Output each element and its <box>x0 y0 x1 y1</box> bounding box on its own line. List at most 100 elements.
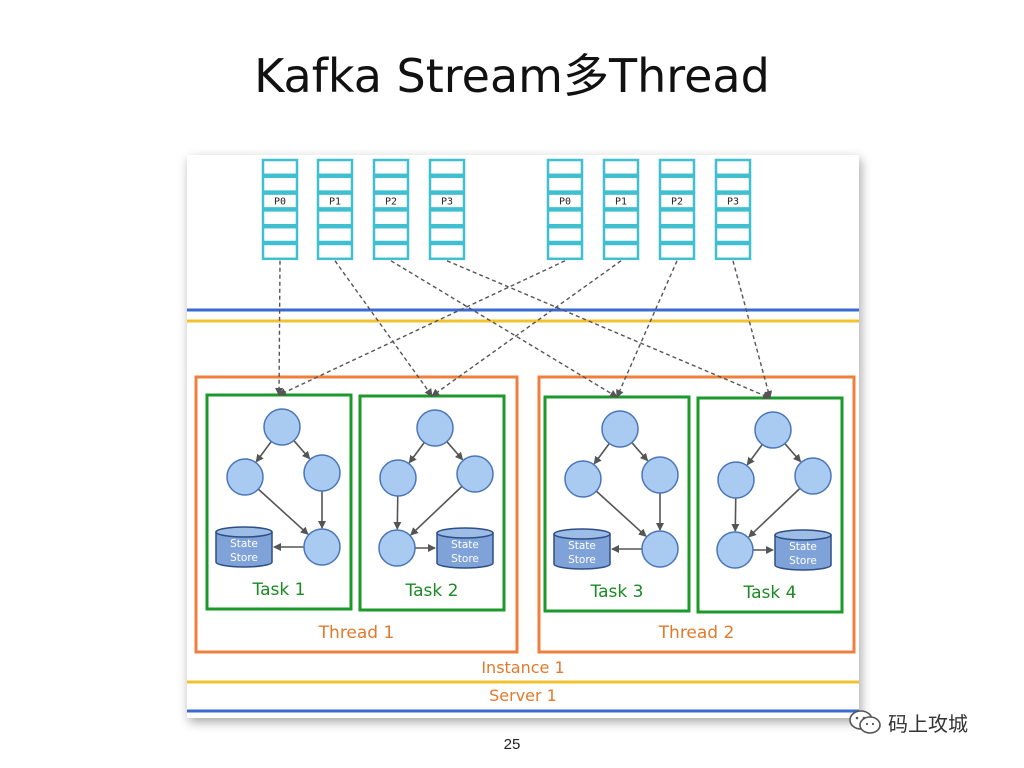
state-store-top <box>774 529 832 541</box>
partition-label: P2 <box>671 197 683 208</box>
partition-label: P0 <box>559 197 571 208</box>
partition-4: P0 <box>546 158 584 261</box>
partition-label: P1 <box>329 197 341 208</box>
partition-cell <box>316 192 354 210</box>
partition-6: P2 <box>658 158 696 261</box>
boundary-lines <box>187 308 859 713</box>
topology-edge <box>746 443 763 466</box>
threads: Thread 1 Thread 2 <box>194 375 856 654</box>
watermark: 码上攻城 <box>848 706 968 738</box>
page-number: 25 <box>503 736 521 753</box>
partition-cell <box>602 158 640 177</box>
state-store-label: Store <box>230 552 258 564</box>
processor-node <box>754 411 792 449</box>
state-store-top <box>553 528 611 540</box>
partition-label: P1 <box>615 197 627 208</box>
instance-label: Instance 1 <box>481 658 564 677</box>
topology-edge <box>255 440 272 463</box>
topology-edge <box>257 488 309 535</box>
topology-edge <box>446 441 464 461</box>
partition-cell <box>261 158 299 177</box>
state-store-body <box>774 534 832 571</box>
partition-cell <box>714 175 752 193</box>
partition-cell <box>546 175 584 193</box>
state-store-label: Store <box>451 553 479 565</box>
partition-7: P3 <box>714 158 752 261</box>
state-store-label: Store <box>789 555 817 567</box>
partition-cell <box>372 225 410 244</box>
partition-cell <box>714 158 752 177</box>
assignment-arrow <box>278 260 566 396</box>
processor-node <box>716 531 754 569</box>
partition-cell <box>372 175 410 193</box>
partition-cell <box>428 209 466 227</box>
partition-cell <box>658 225 696 244</box>
partition-cell <box>372 209 410 227</box>
thread-label: Thread 2 <box>658 623 735 643</box>
partition-cell <box>316 175 354 193</box>
partition-cell <box>428 158 466 177</box>
partition-0: P0 <box>261 158 299 261</box>
partition-cell <box>261 242 299 261</box>
partition-cell <box>428 175 466 193</box>
topology-edge <box>748 487 801 538</box>
partition-3: P3 <box>428 158 466 261</box>
task-label: Task 4 <box>743 583 797 603</box>
partition-label: P3 <box>441 197 453 208</box>
assignment-arrow <box>275 260 284 396</box>
partition-label: P0 <box>274 197 286 208</box>
partition-cell <box>714 209 752 227</box>
partition-cell <box>372 158 410 177</box>
partition-cell <box>658 242 696 261</box>
processor-node <box>794 457 832 495</box>
partition-cell <box>316 242 354 261</box>
partition-cell <box>602 192 640 210</box>
processor-node <box>303 528 341 566</box>
processor-node <box>717 461 755 499</box>
wechat-icon <box>849 710 881 734</box>
task-label: Task 3 <box>590 582 644 602</box>
topology-edge <box>595 490 647 537</box>
partition-label: P2 <box>385 197 397 208</box>
watermark-text: 码上攻城 <box>888 711 968 736</box>
partition-cell <box>602 175 640 193</box>
partition-cell <box>546 192 584 210</box>
processor-node <box>564 460 602 498</box>
processor-node <box>378 529 416 567</box>
thread-label: Thread 1 <box>318 623 395 643</box>
processor-node <box>263 408 301 446</box>
partition-5: P1 <box>602 158 640 261</box>
assignment-arrow <box>446 260 771 399</box>
state-store-body <box>215 531 273 568</box>
state-store-label: State <box>568 540 596 552</box>
assignment-arrow <box>616 260 678 398</box>
partition-cell <box>261 175 299 193</box>
partition-cell <box>372 242 410 261</box>
partition-cell <box>261 192 299 210</box>
partition-assignment-arrows <box>275 260 773 399</box>
slide-title: Kafka Stream多Thread <box>254 49 770 103</box>
partition-cell <box>428 192 466 210</box>
state-store-label: State <box>789 541 817 553</box>
processor-node <box>416 409 454 447</box>
topic-partitions: P0 P1 P2 P3 P0 P1 P2 P3 <box>261 158 752 261</box>
partition-cell <box>261 209 299 227</box>
thread-border <box>537 375 856 654</box>
assignment-arrow <box>431 260 622 397</box>
partition-2: P2 <box>372 158 410 261</box>
partition-cell <box>428 242 466 261</box>
processor-node <box>641 530 679 568</box>
partition-cell <box>658 158 696 177</box>
task-label: Task 2 <box>405 581 459 601</box>
state-store-label: State <box>451 539 479 551</box>
partition-1: P1 <box>316 158 354 261</box>
processor-node <box>226 458 264 496</box>
topology-edge <box>410 485 463 536</box>
